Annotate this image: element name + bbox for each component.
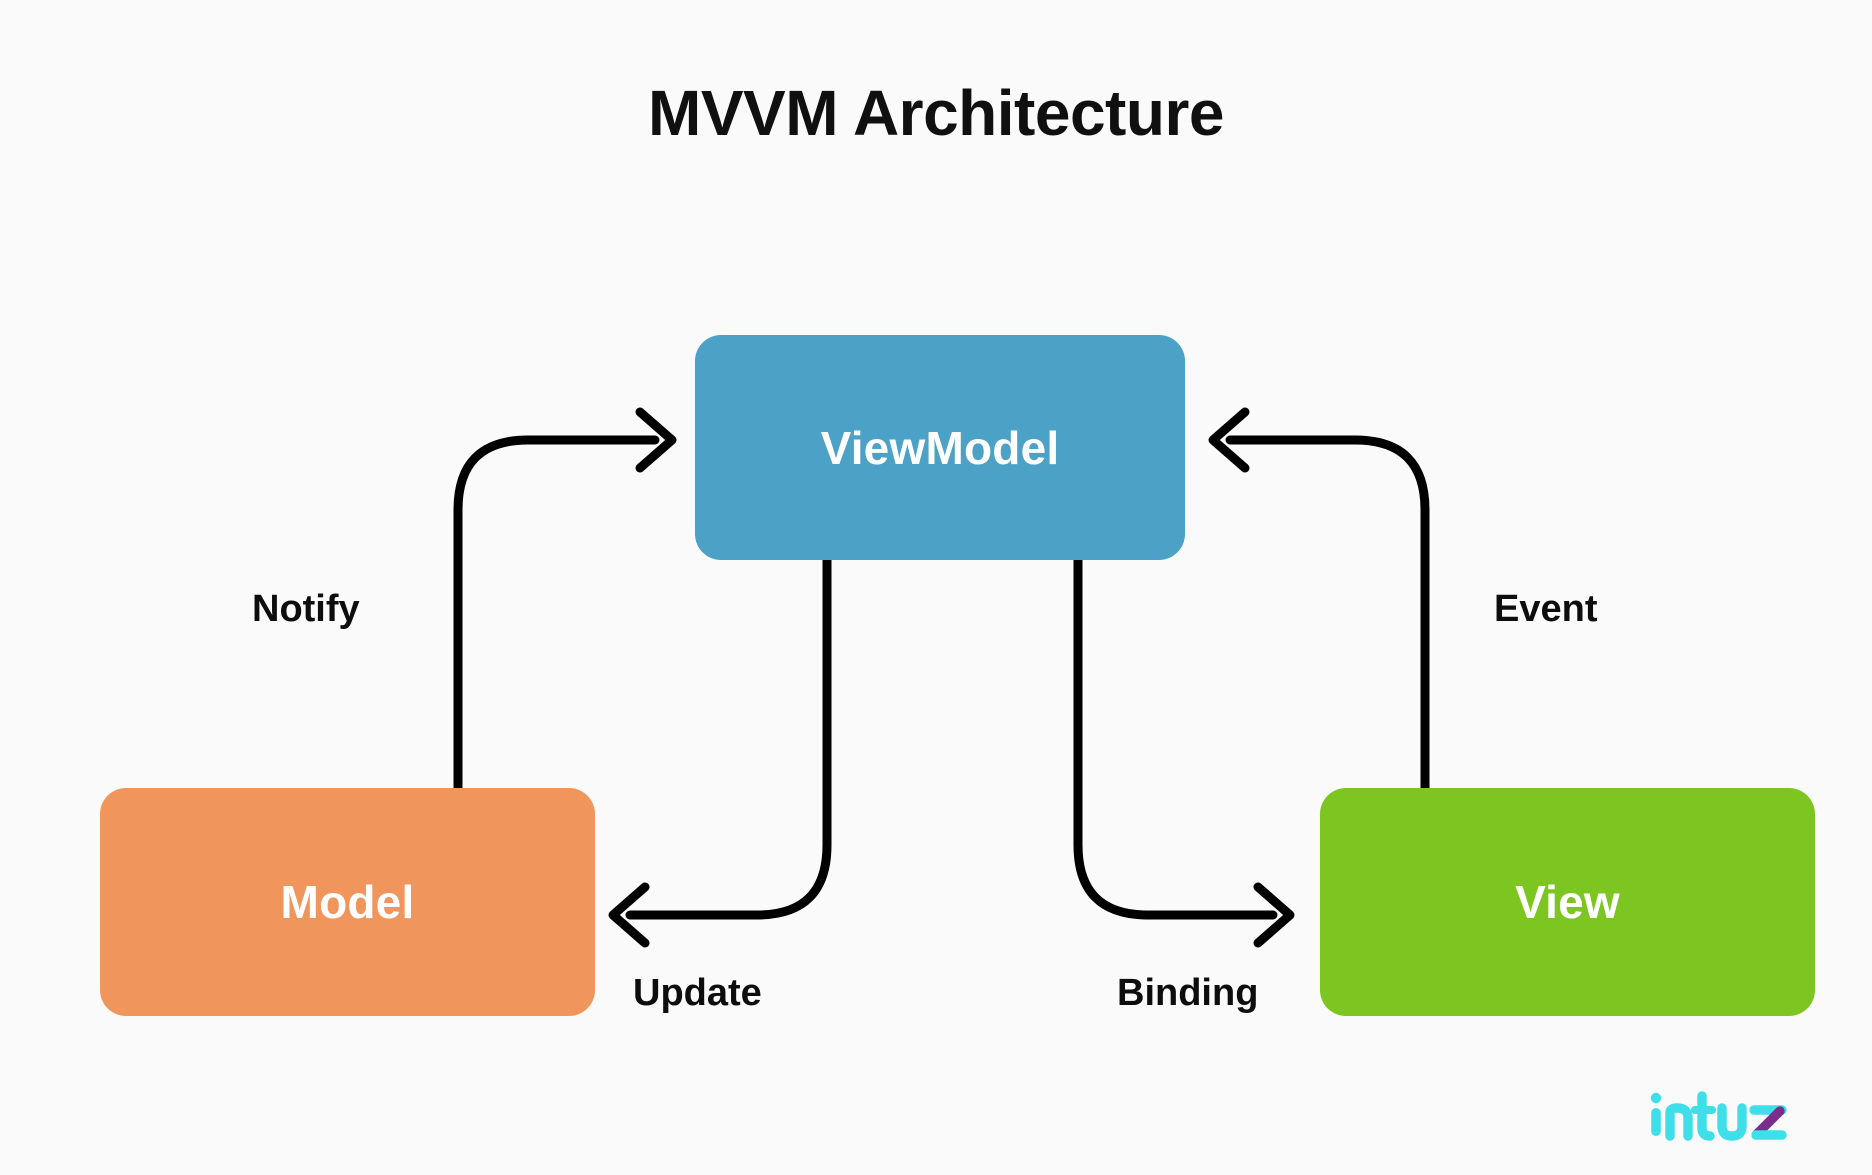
edge-label-event: Event: [1494, 588, 1598, 630]
node-viewmodel[interactable]: ViewModel: [695, 335, 1185, 560]
intuz-wordmark: [1650, 1091, 1787, 1141]
arrow-event: [1208, 407, 1430, 793]
node-model-label: Model: [280, 876, 415, 928]
node-view[interactable]: View: [1320, 788, 1815, 1016]
arrow-binding: [1073, 555, 1295, 948]
node-viewmodel-label: ViewModel: [820, 421, 1060, 474]
arrow-notify: [453, 407, 677, 793]
edge-label-binding: Binding: [1117, 972, 1259, 1014]
arrow-update: [608, 555, 832, 948]
edge-label-notify: Notify: [252, 588, 360, 630]
node-model[interactable]: Model: [100, 788, 595, 1016]
node-view-label: View: [1515, 876, 1620, 928]
intuz-logo: [1650, 1091, 1787, 1141]
edge-label-update: Update: [633, 972, 762, 1014]
page-title: MVVM Architecture: [648, 77, 1224, 149]
